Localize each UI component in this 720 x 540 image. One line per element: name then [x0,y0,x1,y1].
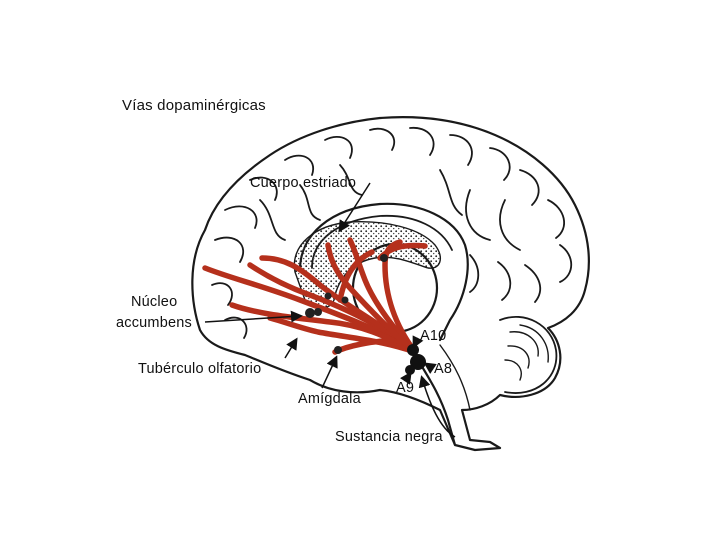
cerebellum [499,315,558,394]
pathway-mesocortical-3 [259,255,415,351]
corpus-callosum [298,202,469,342]
label-a8: A8 [434,361,452,377]
pathway-nigrostriatal-3 [325,242,418,355]
pathway-nigrostriatal-2 [347,237,418,355]
label-tuberculo-olfatorio: Tubérculo olfatorio [138,361,261,377]
pathway-striatal-arc [337,249,375,303]
cortical-folds [211,127,573,339]
brain-outline [191,116,590,452]
label-a9: A9 [396,380,414,396]
label-accumbens: accumbens [116,315,192,331]
label-sustancia-negra: Sustancia negra [335,429,444,445]
pathway-accumbens [267,315,418,355]
label-cuerpo-estriado: Cuerpo estriado [250,175,356,191]
diagram-title: Vías dopaminérgicas [122,97,266,114]
brainstem-inner [439,344,471,411]
pathway-nigrostriatal-1 [382,239,418,355]
label-nucleo: Núcleo [131,294,177,310]
label-amigdala: Amígdala [298,391,362,407]
leader-lines [204,182,456,438]
nuclei [305,254,426,375]
label-a10: A10 [420,328,446,344]
dopaminergic-pathways [202,237,428,355]
